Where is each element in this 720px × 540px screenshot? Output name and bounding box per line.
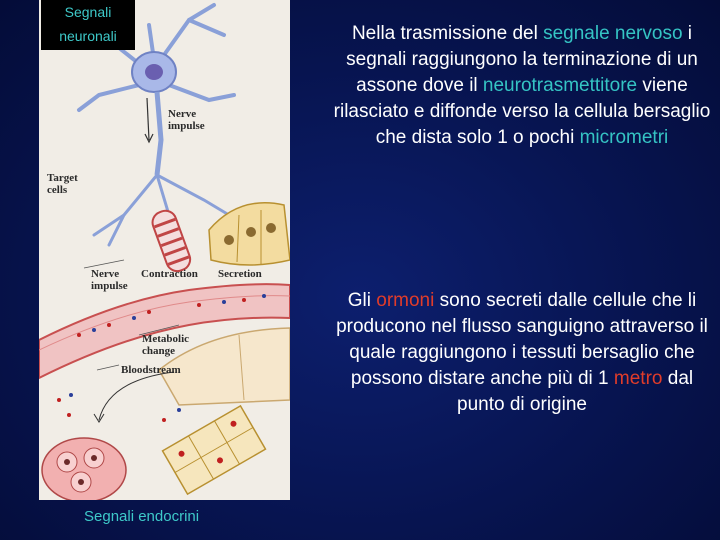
p1-highlight-micrometri: micrometri	[580, 127, 669, 148]
caption-segnali-endocrini: Segnali endocrini	[84, 508, 199, 525]
p2-highlight-metro: metro	[614, 368, 663, 389]
p2-highlight-ormoni: ormoni	[376, 290, 434, 311]
label-metabolic-change-1: Metabolic	[142, 333, 189, 345]
p1-highlight-neurotrasmettitore: neurotrasmettitore	[483, 75, 637, 96]
label-target-cells-1: Target	[47, 172, 78, 184]
p2-text-1: Gli	[348, 290, 377, 311]
title-segnali-neuronali: Segnali neuronali	[41, 0, 135, 50]
label-contraction: Contraction	[141, 268, 198, 280]
label-nerve-impulse-mid-2: impulse	[91, 280, 128, 292]
title-line-1: Segnali	[41, 0, 135, 24]
secretory-cells	[209, 203, 290, 265]
target-cells-bottom	[163, 406, 266, 494]
paragraph-endocrine: Gli ormoni sono secreti dalle cellule ch…	[330, 288, 714, 418]
label-bloodstream: Bloodstream	[121, 364, 181, 376]
signaling-illustration: Nerve impulse Target cells Nerve impulse…	[39, 0, 290, 500]
label-nerve-impulse-top-2: impulse	[168, 120, 205, 132]
muscle-cell	[149, 208, 193, 274]
p1-text-1: Nella trasmissione del	[352, 23, 543, 44]
p1-highlight-segnale-nervoso: segnale nervoso	[543, 23, 682, 44]
label-secretion: Secretion	[218, 268, 262, 280]
cell-signaling-drawing	[39, 0, 290, 500]
label-metabolic-change-2: change	[142, 345, 189, 357]
label-target-cells-2: cells	[47, 184, 78, 196]
label-nerve-impulse-mid-1: Nerve	[91, 268, 128, 280]
axon	[157, 92, 161, 175]
label-nerve-impulse-top-1: Nerve	[168, 108, 205, 120]
endocrine-gland	[42, 438, 126, 500]
paragraph-neuronal: Nella trasmissione del segnale nervoso i…	[330, 21, 714, 151]
title-line-2: neuronali	[41, 24, 135, 48]
